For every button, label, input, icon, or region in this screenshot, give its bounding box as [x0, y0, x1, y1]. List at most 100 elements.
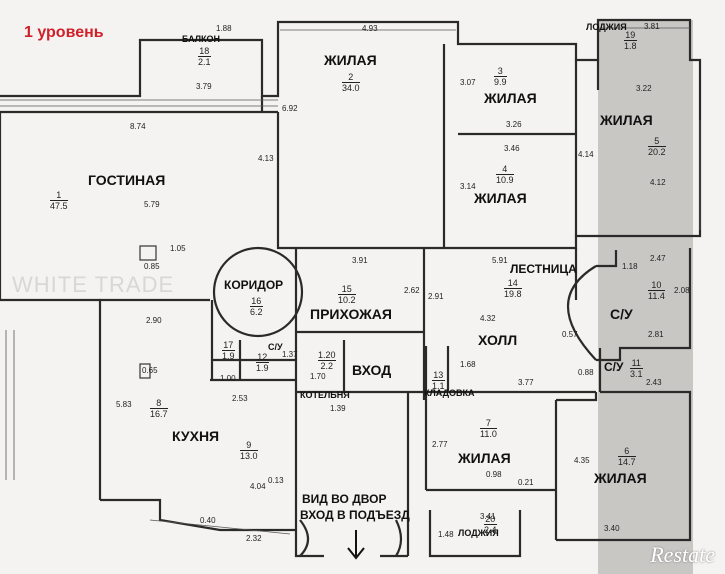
dim-label: 2.81 — [648, 330, 664, 339]
dim-label: 1.37 — [282, 350, 298, 359]
room-label-vhod: ВХОД — [352, 362, 392, 378]
dim-label: 4.13 — [258, 154, 274, 163]
dim-label: 4.04 — [250, 482, 266, 491]
dim-kotelnaya: 1.39 — [330, 404, 346, 413]
dim-label: 0.13 — [268, 476, 284, 485]
dim-label: 0.88 — [578, 368, 594, 377]
room-label-zhilaya-2: ЖИЛАЯ — [324, 52, 377, 68]
shaded-band — [598, 20, 693, 574]
dim-label: 4.32 — [480, 314, 496, 323]
entrance-line-2: ВХОД В ПОДЪЕЗД — [300, 508, 410, 522]
dim-label: 3.40 — [604, 524, 620, 533]
room-label-lestnica: ЛЕСТНИЦА — [510, 262, 577, 276]
dim-label: 3.79 — [196, 82, 212, 91]
dim-label: 0.57 — [562, 330, 578, 339]
dim-label: 3.46 — [504, 144, 520, 153]
room-label-zhilaya-6: ЖИЛАЯ — [594, 470, 647, 486]
dim-label: 1.48 — [438, 530, 454, 539]
dim-label: 8.74 — [130, 122, 146, 131]
dim-label: 3.77 — [518, 378, 534, 387]
room-label-zhilaya-7: ЖИЛАЯ — [458, 450, 511, 466]
dim-label: 0.98 — [486, 470, 502, 479]
dim-label: 3.26 — [506, 120, 522, 129]
room-label-prihozhaya: ПРИХОЖАЯ — [310, 306, 392, 322]
room-label-koridor: КОРИДОР — [224, 278, 284, 292]
dim-label: 5.91 — [492, 256, 508, 265]
dim-label: 4.35 — [574, 456, 590, 465]
dim-label: 1.18 — [622, 262, 638, 271]
dim-label: 1.00 — [220, 374, 236, 383]
room-label-kuhnya: КУХНЯ — [172, 428, 220, 444]
dim-label: 2.08 — [674, 286, 690, 295]
dim-label: 3.22 — [636, 84, 652, 93]
dim-label: 2.91 — [428, 292, 444, 301]
dim-label: 5.79 — [144, 200, 160, 209]
level-title: 1 уровень — [24, 24, 104, 41]
watermark: WHITE TRADE — [12, 272, 175, 297]
entrance-line-1: ВИД ВО ДВОР — [302, 492, 387, 506]
room-label-su-10: С/У — [610, 306, 633, 322]
entrance-arrow — [347, 530, 365, 560]
dim-label: 2.43 — [646, 378, 662, 387]
dim-label: 4.14 — [578, 150, 594, 159]
dim-label: 0.40 — [200, 516, 216, 525]
dim-label: 1.70 — [310, 372, 326, 381]
room-label-balkon: БАЛКОН — [182, 34, 221, 44]
dim-label: 0.85 — [144, 262, 160, 271]
dim-label: 3.41 — [480, 512, 496, 521]
room-label-su-11: С/У — [604, 360, 624, 374]
dim-label: 3.07 — [460, 78, 476, 87]
dim-label: 0.65 — [142, 366, 158, 375]
dim-label: 3.91 — [352, 256, 368, 265]
dim-label: 1.68 — [460, 360, 476, 369]
dim-label: 1.88 — [216, 24, 232, 33]
dim-label: 5.83 — [116, 400, 132, 409]
room-label-kladovka: КЛАДОВКА — [424, 388, 475, 398]
dim-label: 2.47 — [650, 254, 666, 263]
room-label-holl: ХОЛЛ — [478, 332, 518, 348]
room-label-zhilaya-5: ЖИЛАЯ — [600, 112, 653, 128]
dim-label: 4.12 — [650, 178, 666, 187]
room-label-zhilaya-3: ЖИЛАЯ — [484, 90, 537, 106]
dim-label: 2.32 — [246, 534, 262, 543]
dim-label: 2.90 — [146, 316, 162, 325]
dim-label: 2.53 — [232, 394, 248, 403]
dim-label: 3.14 — [460, 182, 476, 191]
room-label-lodzhiya-bottom: ЛОДЖИЯ — [458, 528, 499, 538]
room-label-su-12: С/У — [268, 342, 283, 352]
dim-label: 6.92 — [282, 104, 298, 113]
brand-logo: Restate — [650, 542, 715, 567]
room-label-gostinaya: ГОСТИНАЯ — [88, 172, 166, 188]
dim-label: 4.93 — [362, 24, 378, 33]
dim-label: 2.77 — [432, 440, 448, 449]
room-label-zhilaya-4: ЖИЛАЯ — [474, 190, 527, 206]
room-label-kotelnaya: КОТЕЛЬНЯ — [300, 390, 350, 400]
dim-label: 0.21 — [518, 478, 534, 487]
dim-label: 2.62 — [404, 286, 420, 295]
room-label-lodzhiya-top: ЛОДЖИЯ — [586, 22, 627, 32]
dim-label: 3.81 — [644, 22, 660, 31]
